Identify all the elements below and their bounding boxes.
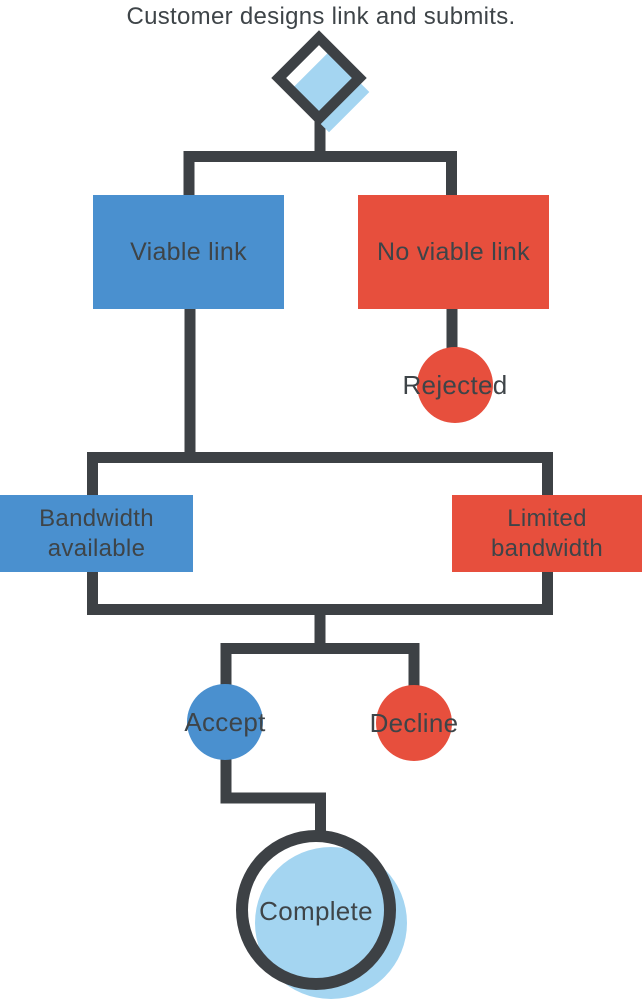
node-rejected-label: Rejected xyxy=(402,369,508,400)
node-accept: Accept xyxy=(184,684,266,760)
node-complete-label: Complete xyxy=(259,895,373,926)
start-diamond-shape xyxy=(271,30,367,126)
node-bandwidth-available-label: Bandwidth available xyxy=(39,504,154,562)
node-decline-label: Decline xyxy=(369,707,459,738)
node-complete-label-wrap: Complete xyxy=(216,884,416,938)
node-limited-bandwidth: Limited bandwidth xyxy=(452,495,642,572)
edge-bottom-split xyxy=(220,643,420,692)
node-no-viable-link: No viable link xyxy=(358,195,549,309)
node-bandwidth-available: Bandwidth available xyxy=(0,495,193,572)
edge-top-split xyxy=(183,151,457,199)
start-diamond-shadow xyxy=(288,51,370,133)
edge-accept-to-complete xyxy=(220,752,326,842)
complete-circle-ring xyxy=(236,830,396,990)
node-decline: Decline xyxy=(370,685,458,761)
node-viable-link: Viable link xyxy=(93,195,284,309)
node-no-viable-link-label: No viable link xyxy=(377,237,530,266)
diagram-title: Customer designs link and submits. xyxy=(126,3,516,30)
node-limited-bandwidth-label: Limited bandwidth xyxy=(490,504,604,562)
node-accept-label: Accept xyxy=(184,706,266,737)
node-rejected: Rejected xyxy=(402,347,507,423)
node-viable-link-label: Viable link xyxy=(130,237,247,266)
